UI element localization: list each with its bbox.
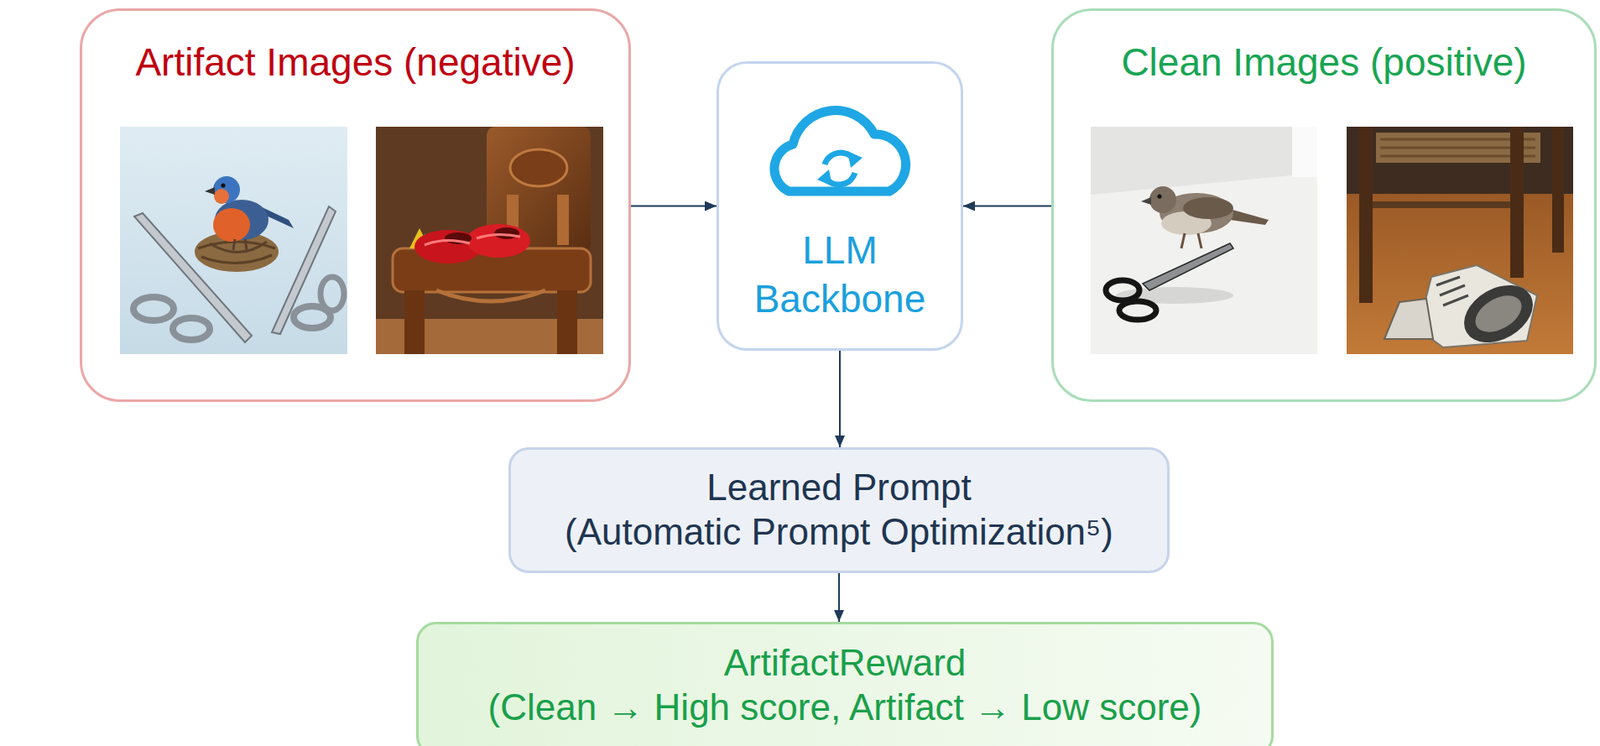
clean-bird-photo-part (1090, 126, 1318, 355)
flow-arrow (963, 205, 1052, 208)
reward-label: ArtifactReward (724, 641, 967, 686)
artifact-shoes-photo-part (375, 126, 604, 355)
sneakers-part (1469, 287, 1528, 339)
cloud-sync-icon-part (847, 151, 863, 168)
robin-bird-part (204, 187, 215, 195)
red-shoes (409, 224, 531, 264)
cloud-sync-icon-part (774, 110, 907, 192)
clean-bird-photo-part (1292, 126, 1318, 178)
black-scissors-part (1119, 301, 1157, 320)
positive-image-panel: Clean Images (positive) (1051, 8, 1597, 402)
black-scissors-part (1142, 243, 1234, 291)
silver-scissors-part (271, 206, 336, 334)
panel-title: Clean Images (positive) (1120, 39, 1527, 86)
robin-bird-part (213, 176, 240, 204)
silver-scissors-part (320, 276, 344, 311)
model-box: LLM Backbone (716, 61, 964, 351)
robin-bird-part (213, 208, 251, 242)
process-label: (Automatic Prompt Optimization⁵) (564, 510, 1114, 555)
sparrow (1141, 186, 1269, 249)
sparrow-part (1141, 197, 1152, 205)
carved-chair-part (436, 290, 546, 302)
carved-chair-part (404, 290, 425, 355)
reward-box: ArtifactReward(Clean → High score, Artif… (416, 621, 1274, 746)
cloud-sync-icon-part (817, 169, 833, 187)
robin-bird (204, 176, 294, 251)
artifact-bird-photo (119, 126, 348, 355)
carved-chair-part (557, 290, 578, 355)
flow-arrow (630, 205, 717, 208)
clean-shoes-photo-part (1346, 126, 1574, 194)
flow-arrow (839, 350, 841, 448)
reward-label: (Clean → High score, Artifact → Low scor… (488, 685, 1203, 730)
clean-shoes-photo-part (1346, 126, 1574, 355)
carved-chair (392, 126, 591, 355)
red-shoes-part (424, 234, 521, 245)
artifact-bird-photo-part (119, 126, 348, 355)
silver-scissors (133, 206, 344, 343)
carved-chair-part (510, 149, 568, 187)
cloud-sync-icon (774, 110, 907, 192)
sparrow-part (1181, 233, 1185, 249)
nest-part (198, 241, 276, 264)
red-shoes-part (466, 224, 531, 258)
silver-scissors-part (133, 297, 174, 321)
sparrow-part (1198, 233, 1202, 249)
robin-bird-part (233, 239, 235, 251)
model-label: LLM Backbone (739, 226, 941, 324)
clean-bird-photo (1090, 126, 1318, 355)
flow-arrow (838, 573, 840, 622)
process-box: Learned Prompt(Automatic Prompt Optimiza… (508, 447, 1170, 574)
black-scissors-part (1105, 280, 1140, 301)
rush-chair-part (1510, 126, 1524, 278)
clean-shoes-photo (1346, 126, 1574, 355)
sneakers-part (1454, 273, 1543, 355)
carved-chair-part (557, 194, 569, 245)
clean-bird-photo-part (1090, 172, 1318, 355)
rush-chair-part (1372, 201, 1511, 209)
robin-bird-part (213, 188, 230, 204)
sparrow-part (1149, 186, 1177, 214)
sparrow-part (1157, 193, 1162, 199)
silver-scissors-part (172, 317, 210, 340)
process-label: Learned Prompt (706, 465, 972, 511)
sparrow-part (1183, 197, 1234, 219)
artifact-shoes-photo (375, 126, 604, 355)
sneakers (1384, 265, 1543, 355)
robin-bird-part (244, 239, 247, 251)
rush-chair-part (1359, 126, 1373, 303)
sneakers-part (1384, 298, 1434, 339)
sneakers-part (1436, 276, 1469, 306)
panel-title: Artifact Images (negative) (135, 39, 575, 86)
robin-bird-part (220, 182, 225, 188)
rush-chair-part (1552, 126, 1564, 253)
black-scissors (1105, 243, 1234, 320)
negative-image-panel: Artifact Images (negative) (79, 8, 631, 402)
